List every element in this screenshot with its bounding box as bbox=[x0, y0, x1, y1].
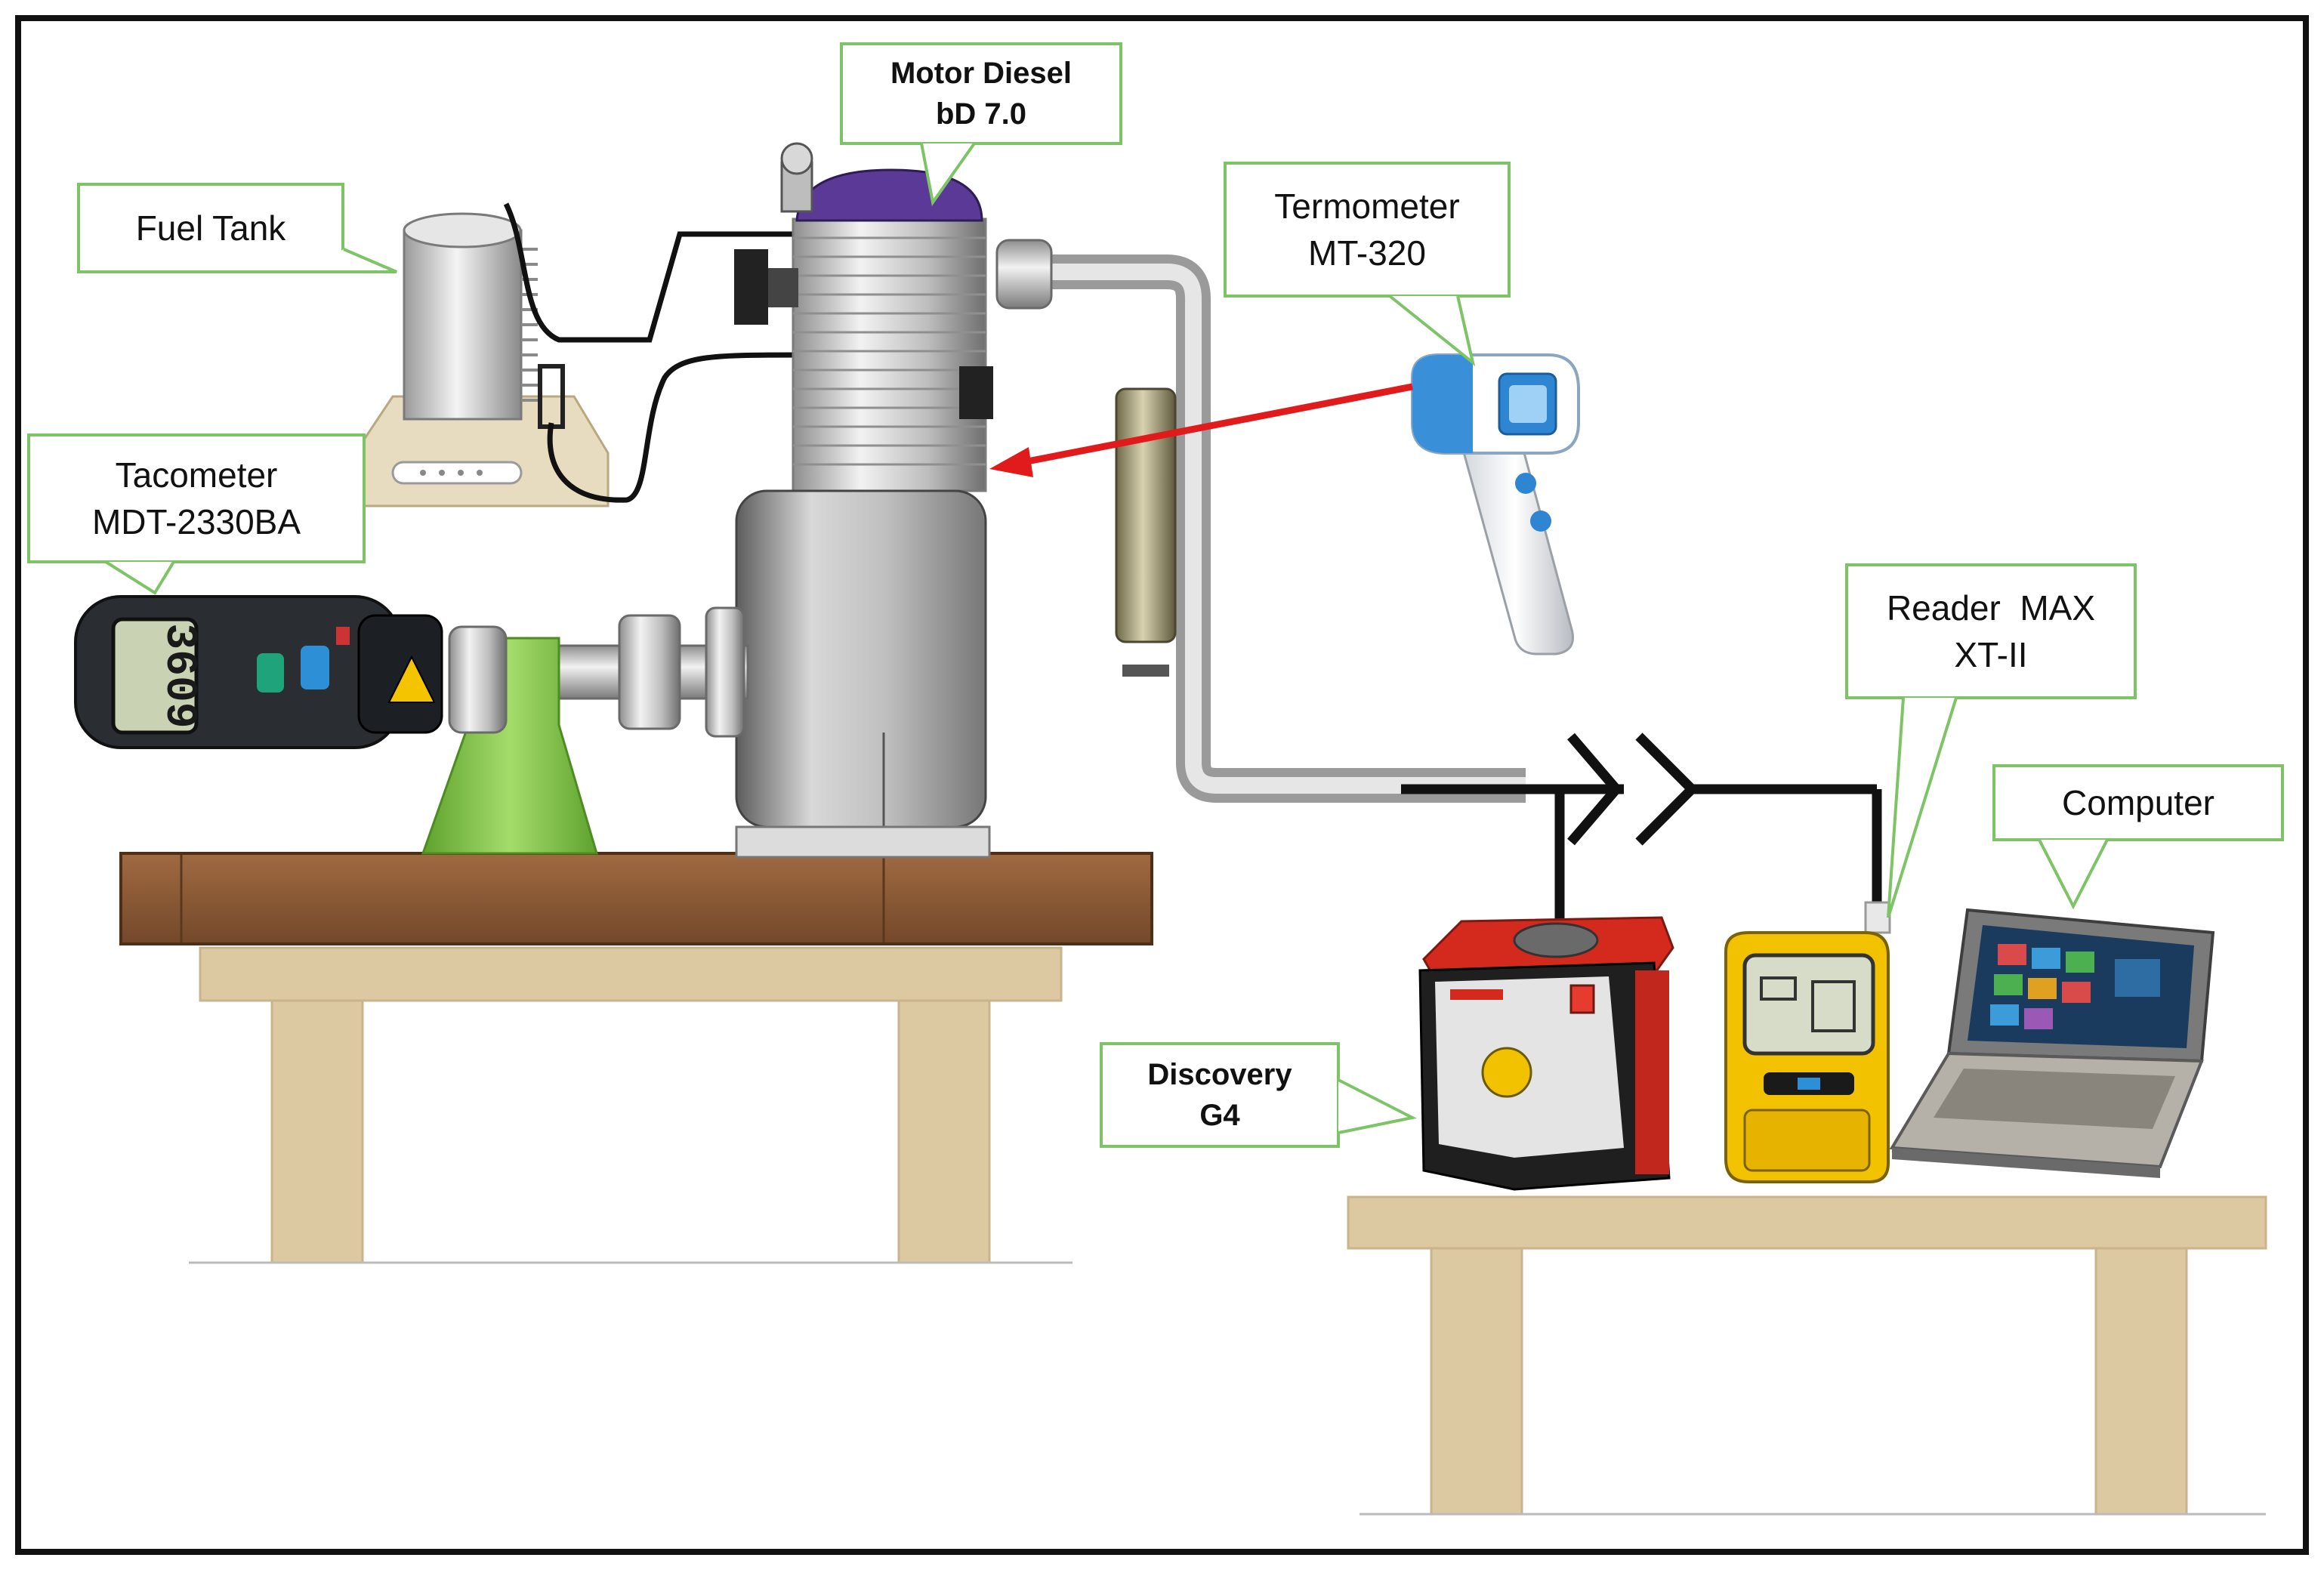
reader-screen bbox=[1742, 953, 1875, 1056]
fuel-line-upper bbox=[503, 202, 816, 343]
gas-reader-device bbox=[1724, 901, 1891, 1183]
callout-reader-line2: XT-II bbox=[1954, 635, 2028, 674]
callout-termometer: Termometer MT-320 bbox=[1224, 162, 1511, 298]
wooden-top bbox=[119, 852, 1153, 945]
callout-discovery-line1: Discovery bbox=[1147, 1058, 1292, 1091]
callout-fuel-tank: Fuel Tank bbox=[77, 183, 344, 273]
callout-tacometer-line2: MDT-2330BA bbox=[91, 502, 301, 541]
callout-computer-line1: Computer bbox=[2062, 782, 2214, 822]
tacometer-display-value: 3609 bbox=[154, 623, 203, 728]
laptop-computer bbox=[1889, 908, 2215, 1178]
fuel-tank-illustration bbox=[353, 212, 610, 507]
engine-base bbox=[735, 825, 991, 859]
pointer-tacometer bbox=[104, 560, 175, 595]
sample-gas-lines bbox=[1401, 733, 1882, 921]
callout-reader-line1: Reader MAX bbox=[1886, 588, 2096, 628]
right-bench bbox=[1347, 1195, 2267, 1516]
left-bench bbox=[119, 852, 1153, 1264]
right-table-top bbox=[1347, 1195, 2267, 1250]
callout-motor-line1: Motor Diesel bbox=[890, 57, 1072, 90]
callout-discovery-line2: G4 bbox=[1199, 1099, 1240, 1132]
discovery-analyzer-device bbox=[1418, 916, 1674, 1191]
tacometer-screen bbox=[111, 617, 199, 735]
thermometer-grip bbox=[1456, 429, 1574, 655]
callout-computer: Computer bbox=[1992, 764, 2284, 841]
callout-tacometer: Tacometer MDT-2330BA bbox=[27, 433, 366, 563]
callout-reader: Reader MAX XT-II bbox=[1845, 563, 2137, 699]
fuel-tank-base-slot bbox=[391, 461, 523, 485]
fuel-line-lower bbox=[547, 352, 801, 503]
callout-termometer-line1: Termometer bbox=[1274, 186, 1460, 226]
tacometer-device: 3609 bbox=[74, 595, 443, 749]
left-table-rail bbox=[199, 946, 1063, 1002]
muffler bbox=[1115, 387, 1177, 643]
pointer-discovery bbox=[1338, 1078, 1418, 1134]
callout-discovery: Discovery G4 bbox=[1100, 1042, 1340, 1148]
callout-tacometer-line1: Tacometer bbox=[115, 455, 278, 495]
thermometer-arrow bbox=[989, 383, 1413, 477]
pointer-reader bbox=[1887, 697, 1958, 918]
diesel-engine-illustration bbox=[421, 142, 1526, 859]
pointer-computer bbox=[2038, 839, 2109, 910]
right-table-leg-right bbox=[2094, 1237, 2188, 1516]
callout-motor-diesel: Motor Diesel bD 7.0 bbox=[840, 42, 1122, 145]
callout-motor-line2: bD 7.0 bbox=[935, 97, 1027, 131]
left-table-leg-left bbox=[270, 980, 364, 1264]
fuel-tank-cylinder bbox=[403, 229, 523, 421]
pointer-termometer bbox=[1388, 295, 1476, 367]
callout-fuel-tank-line1: Fuel Tank bbox=[135, 208, 286, 248]
thermometer-device bbox=[1411, 353, 1580, 655]
callout-termometer-line2: MT-320 bbox=[1308, 233, 1426, 273]
pointer-fuel-tank bbox=[302, 248, 397, 273]
pointer-motor bbox=[920, 142, 976, 206]
